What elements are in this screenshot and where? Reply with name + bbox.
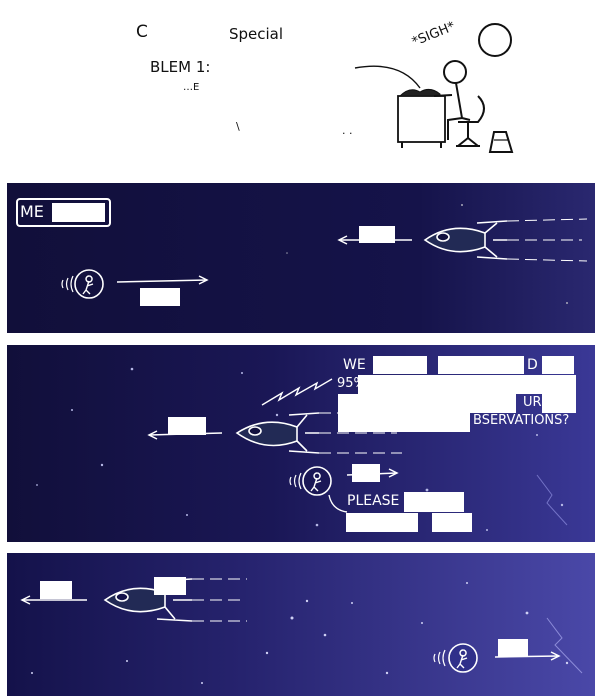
spaceship xyxy=(423,218,588,262)
heading-right: Special xyxy=(229,25,284,43)
redaction xyxy=(373,356,427,374)
panel-4-art xyxy=(20,578,583,684)
astronaut-figure xyxy=(310,472,322,492)
panel-2-art xyxy=(61,204,588,304)
redaction xyxy=(438,356,524,374)
speech-line-3-end: UR xyxy=(523,395,542,410)
sigh-line xyxy=(354,65,421,89)
redaction xyxy=(542,394,576,413)
redaction xyxy=(168,417,206,435)
reply-line-1: PLEASE xyxy=(347,493,400,509)
redaction xyxy=(40,581,72,599)
speech-line-2-end: D xyxy=(527,357,538,373)
transmission-zigzag xyxy=(261,378,333,406)
caption-label: ME xyxy=(20,202,44,221)
paper-pile xyxy=(398,88,441,97)
redaction xyxy=(358,375,576,394)
speech-tail xyxy=(328,494,348,513)
redaction xyxy=(154,577,186,595)
astronaut-figure xyxy=(456,649,468,669)
redaction xyxy=(346,513,418,532)
panel-3-art xyxy=(36,367,568,531)
redaction xyxy=(352,464,380,482)
spaceship xyxy=(103,578,247,622)
redaction xyxy=(542,356,574,374)
arrow-right xyxy=(116,279,208,283)
problem-label: BLEM 1: xyxy=(150,58,211,76)
problem-sub: …E xyxy=(183,82,200,93)
astronaut-helmet xyxy=(448,643,478,673)
panel-4-space xyxy=(7,553,595,696)
mark-left: \ xyxy=(236,120,240,133)
person-head xyxy=(443,60,467,84)
bag xyxy=(488,131,514,153)
heading-left: C xyxy=(136,22,148,42)
redaction xyxy=(404,492,464,512)
redaction xyxy=(140,288,180,306)
panel-3-space: WE 95% D UR BSERVATIONS? PLEASE xyxy=(7,345,595,542)
redaction xyxy=(432,513,472,532)
redaction xyxy=(338,413,470,432)
redaction xyxy=(52,203,105,222)
marks-right: . . xyxy=(342,124,353,137)
redaction xyxy=(338,394,516,413)
caption-box xyxy=(16,198,111,227)
office-chair xyxy=(456,95,485,147)
moon-icon xyxy=(478,23,512,57)
redaction xyxy=(359,226,395,243)
astronaut-helmet xyxy=(74,269,104,299)
panel-1-office: C Special BLEM 1: …E *SIGH* \ . . xyxy=(0,0,600,178)
speech-line-4: BSERVATIONS? xyxy=(473,413,570,428)
person-body xyxy=(433,82,471,140)
office-scene xyxy=(354,23,514,153)
desk xyxy=(397,95,446,143)
panel-2-space: ME xyxy=(7,183,595,333)
astronaut-helmet xyxy=(302,466,332,496)
astronaut-figure xyxy=(82,275,94,295)
speech-line-1: WE xyxy=(343,357,366,373)
redaction xyxy=(498,639,528,657)
